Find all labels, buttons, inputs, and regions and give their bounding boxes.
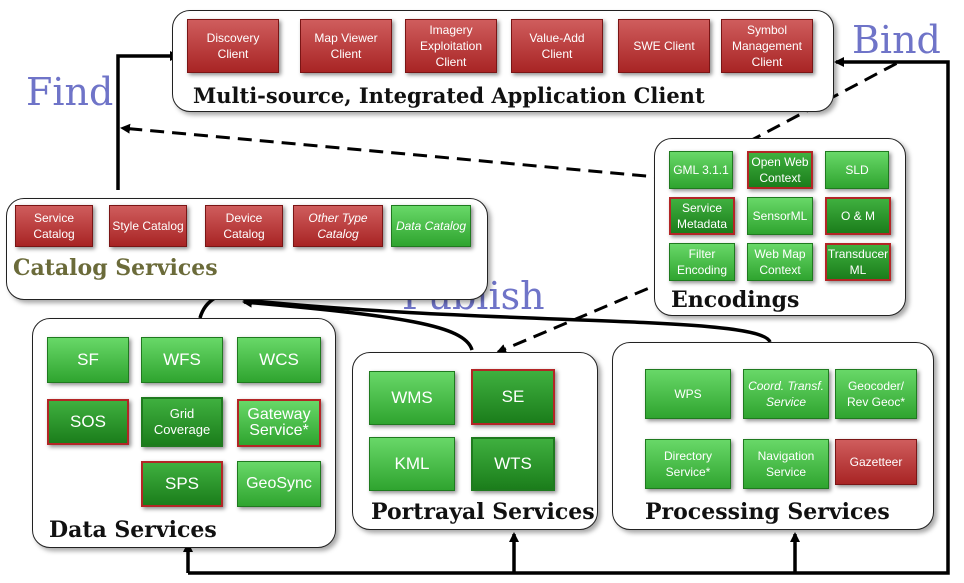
sos-box: SOS xyxy=(47,399,129,445)
publish-portrayal-arrow xyxy=(242,297,474,351)
data-services-panel: SF WFS WCS SOS Grid Coverage Gateway Ser… xyxy=(32,318,336,548)
filter-encoding-box: Filter Encoding xyxy=(669,243,735,281)
sld-box: SLD xyxy=(825,151,889,189)
bind-arrow xyxy=(188,57,950,575)
processing-services-panel: WPS Coord. Transf. Service Geocoder/ Rev… xyxy=(612,342,934,530)
wcs-box: WCS xyxy=(237,337,321,383)
encodings-panel: GML 3.1.1 Open Web Context SLD Service M… xyxy=(654,138,906,316)
data-services-title: Data Services xyxy=(49,517,217,543)
sensorml-box: SensorML xyxy=(747,197,813,235)
gazetteer-box: Gazetteer xyxy=(835,439,917,485)
publish-processing-arrow xyxy=(242,295,772,344)
se-box: SE xyxy=(471,369,555,425)
value-add-client-box: Value-Add Client xyxy=(511,19,603,73)
portrayal-services-title: Portrayal Services xyxy=(371,499,595,525)
gateway-service-box: Gateway Service* xyxy=(237,399,321,447)
application-client-title: Multi-source, Integrated Application Cli… xyxy=(193,83,705,108)
geocoder-box: Geocoder/ Rev Geoc* xyxy=(835,369,917,419)
catalog-services-panel: Service Catalog Style Catalog Device Cat… xyxy=(6,198,488,300)
wts-box: WTS xyxy=(471,437,555,491)
encoding-to-catalog-dashed-arrow xyxy=(120,123,669,180)
device-catalog-box: Device Catalog xyxy=(205,205,283,247)
style-catalog-box: Style Catalog xyxy=(109,205,187,247)
service-metadata-box: Service Metadata xyxy=(669,197,735,235)
application-client-panel: Discovery Client Map Viewer Client Image… xyxy=(172,10,834,112)
transducer-ml-box: Transducer ML xyxy=(825,243,891,281)
find-arrow xyxy=(116,51,180,190)
service-catalog-box: Service Catalog xyxy=(15,205,93,247)
encoding-to-portrayal-dashed-arrow xyxy=(496,278,669,354)
wms-box: WMS xyxy=(369,371,455,425)
imagery-exploitation-client-box: Imagery Exploitation Client xyxy=(405,19,497,73)
gml-box: GML 3.1.1 xyxy=(669,151,733,189)
data-catalog-box: Data Catalog xyxy=(391,205,471,247)
wfs-box: WFS xyxy=(141,337,223,383)
find-label: Find xyxy=(26,70,114,114)
coord-transf-service-box: Coord. Transf. Service xyxy=(743,369,829,419)
swe-client-box: SWE Client xyxy=(618,19,710,73)
encodings-title: Encodings xyxy=(671,287,800,313)
navigation-service-box: Navigation Service xyxy=(743,439,829,489)
grid-coverage-box: Grid Coverage xyxy=(141,397,223,447)
portrayal-services-panel: WMS SE KML WTS Portrayal Services xyxy=(352,352,598,530)
geosync-box: GeoSync xyxy=(237,461,321,507)
processing-services-title: Processing Services xyxy=(645,499,890,525)
sps-box: SPS xyxy=(141,461,223,507)
open-web-context-box: Open Web Context xyxy=(747,151,813,189)
catalog-services-title: Catalog Services xyxy=(13,255,218,281)
om-box: O & M xyxy=(825,197,891,235)
web-map-context-box: Web Map Context xyxy=(747,243,813,281)
directory-service-box: Directory Service* xyxy=(645,439,731,489)
wps-box: WPS xyxy=(645,369,731,419)
kml-box: KML xyxy=(369,437,455,491)
sf-box: SF xyxy=(47,337,129,383)
map-viewer-client-box: Map Viewer Client xyxy=(300,19,392,73)
symbol-management-client-box: Symbol Management Client xyxy=(721,19,813,73)
bind-label: Bind xyxy=(852,18,941,62)
encoding-to-client-dashed-arrow xyxy=(747,58,904,144)
discovery-client-box: Discovery Client xyxy=(187,19,279,73)
other-type-catalog-box: Other Type Catalog xyxy=(293,205,383,247)
